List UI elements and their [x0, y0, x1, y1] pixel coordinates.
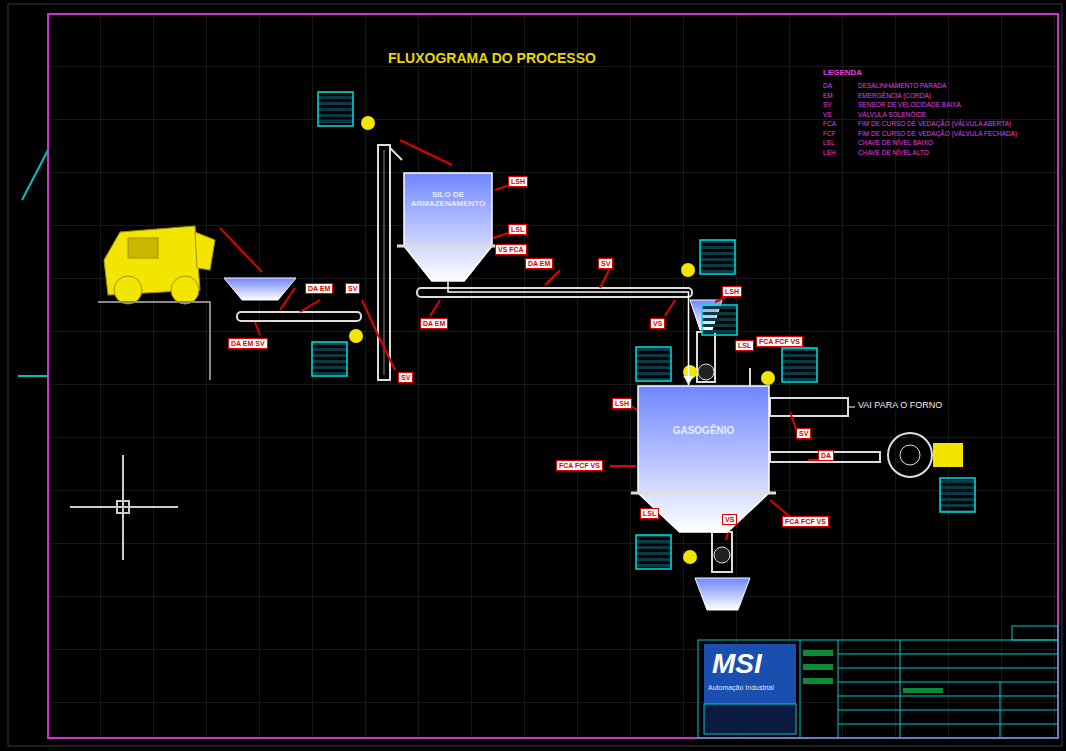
legend-code: SV: [823, 101, 832, 108]
diagram-title: FLUXOGRAMA DO PROCESSO: [388, 50, 596, 66]
callout-tag: DA EM: [305, 283, 333, 294]
callout-tag: SV: [345, 283, 360, 294]
callout-tag: DA EM: [420, 318, 448, 329]
callout-tag: DA: [818, 450, 834, 461]
callout-tag: SV: [598, 258, 613, 269]
legend-code: FCF: [823, 130, 836, 137]
company-subtitle: Automação Industrial: [708, 684, 774, 691]
legend-entry: CHAVE DE NÍVEL ALTO: [858, 149, 929, 156]
legend-entry: FIM DE CURSO DE VEDAÇÃO (VÁLVULA FECHADA…: [858, 130, 1017, 137]
conveyor-connector: [448, 282, 694, 385]
company-logo: MSI: [712, 648, 762, 680]
callout-tag: VS: [722, 514, 737, 525]
legend-heading: LEGENDA: [823, 68, 862, 77]
legend-entry: DESALINHAMENTO PARADA: [858, 82, 946, 89]
callout-tag: FCA FCF VS: [756, 336, 803, 347]
legend-entry: SENSOR DE VELOCIDADE BAIXA: [858, 101, 961, 108]
legend-code: LSH: [823, 149, 836, 156]
callout-tag: LSH: [508, 176, 528, 187]
vessel-label: SILO DE ARMAZENAMENTO: [403, 190, 493, 208]
flow-note: VAI PARA O FORNO: [856, 400, 944, 410]
callout-tag: LSH: [722, 286, 742, 297]
callout-tag: VS: [650, 318, 665, 329]
callout-tag: DA EM SV: [228, 338, 268, 349]
callout-tag: LSL: [508, 224, 527, 235]
callout-tag: SV: [796, 428, 811, 439]
callout-tag: FCA FCF VS: [556, 460, 603, 471]
legend-code: EM: [823, 92, 833, 99]
legend-entry: FIM DE CURSO DE VEDAÇÃO (VÁLVULA ABERTA): [858, 120, 1011, 127]
callout-tag: SV: [398, 372, 413, 383]
callout-tag: LSL: [735, 340, 754, 351]
storage-silo: SILO DE ARMAZENAMENTO: [403, 172, 493, 282]
legend-code: FCA: [823, 120, 836, 127]
legend-entry: CHAVE DE NÍVEL BAIXO: [858, 139, 933, 146]
callout-tag: LSL: [640, 508, 659, 519]
legend-code: VS: [823, 111, 832, 118]
callout-tag: VS FCA: [495, 244, 527, 255]
vessel-outline: [403, 172, 493, 282]
legend-code: DA: [823, 82, 832, 89]
legend-entry: EMERGÊNCIA (CORDA): [858, 92, 931, 99]
callout-tag: DA EM: [525, 258, 553, 269]
vessel-label: GASOGÊNIO: [637, 425, 770, 437]
callout-tag: LSH: [612, 398, 632, 409]
callout-tag: FCA FCF VS: [782, 516, 829, 527]
legend-entry: VÁLVULA SOLENÓIDE: [858, 111, 926, 118]
legend-code: LSL: [823, 139, 835, 146]
